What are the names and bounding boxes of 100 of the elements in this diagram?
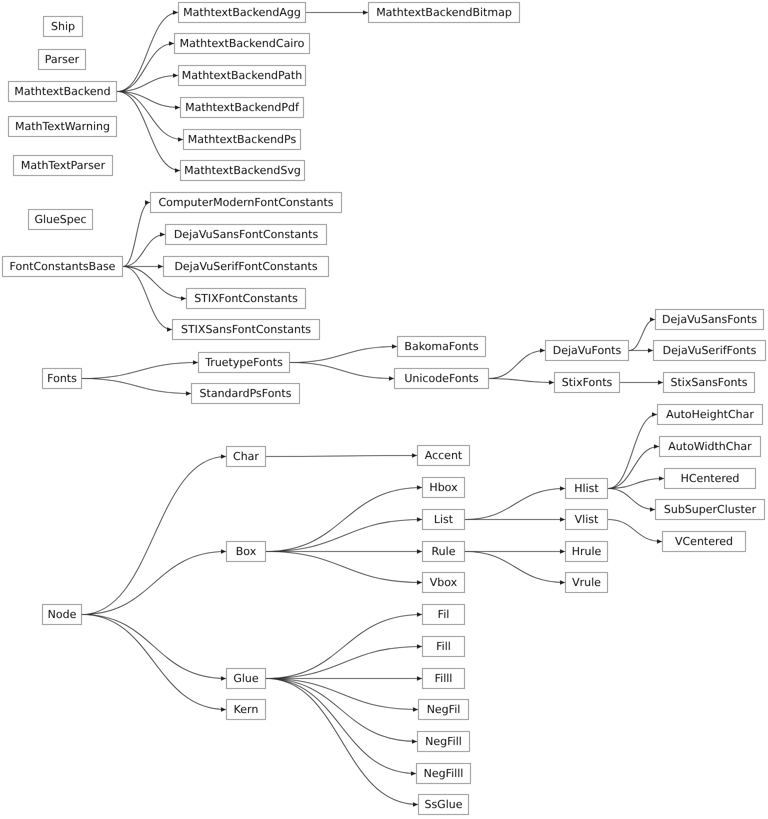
class-box [416, 763, 471, 784]
class-name: DejaVuSerifFonts [662, 344, 756, 357]
class-box [565, 572, 608, 593]
class-name: Accent [424, 449, 462, 462]
class-box [565, 509, 608, 530]
class-box [172, 319, 320, 340]
class-name: DejaVuSansFonts [662, 313, 757, 326]
class-name: DejaVuSansFontConstants [174, 228, 318, 241]
class-name: MathtextBackend [14, 85, 111, 98]
class-name: STIXSansFontConstants [180, 323, 312, 336]
class-box [664, 468, 756, 489]
inheritance-arrow [290, 362, 394, 381]
class-box [422, 509, 465, 530]
class-name: Hbox [429, 481, 458, 494]
class-box [43, 16, 83, 37]
class-box [226, 541, 266, 562]
class-name: SsGlue [424, 798, 463, 811]
inheritance-arrow [608, 519, 662, 544]
class-box [180, 97, 304, 118]
class-name: List [434, 513, 454, 526]
class-box [38, 49, 86, 70]
class-box [2, 256, 123, 277]
class-box [174, 33, 310, 54]
class-box [163, 256, 329, 277]
class-name: Filll [434, 672, 452, 685]
class-box [422, 636, 465, 657]
class-box [191, 383, 300, 404]
class-name: AutoWidthChar [668, 440, 752, 453]
inheritance-arrow [628, 318, 656, 351]
class-box [178, 2, 306, 23]
inheritance-arrow [464, 517, 566, 522]
class-box [417, 731, 470, 752]
class-name: Ship [51, 20, 75, 33]
class-box [8, 116, 117, 137]
class-box [418, 699, 469, 720]
class-name: SubSuperCluster [664, 503, 756, 516]
class-box [397, 336, 486, 357]
class-box [186, 288, 306, 309]
class-name: Vlist [574, 513, 598, 526]
inheritance-arrow [488, 378, 554, 385]
class-box [417, 445, 470, 466]
class-name: Node [48, 608, 76, 621]
inheritance-arrow [122, 266, 186, 300]
class-box [28, 209, 93, 230]
class-name: STIXFontConstants [194, 292, 298, 305]
class-box [368, 2, 520, 23]
class-name: MathtextBackendAgg [183, 6, 301, 19]
class-name: Parser [44, 53, 80, 66]
class-name: StandardPsFonts [200, 387, 292, 400]
class-name: Kern [234, 703, 258, 716]
class-box [554, 372, 620, 393]
class-name: HCentered [680, 472, 740, 485]
class-box [565, 478, 608, 499]
class-name: ComputerModernFontConstants [158, 196, 334, 209]
class-name: BakomaFonts [404, 340, 479, 353]
class-name: DejaVuFonts [552, 344, 622, 357]
class-box [394, 368, 489, 389]
class-name: Box [236, 545, 256, 558]
class-name: Glue [233, 672, 259, 685]
class-name: MathtextBackendPath [182, 69, 302, 82]
inheritance-arrow [82, 614, 226, 712]
class-box [662, 531, 746, 552]
class-name: NegFil [426, 703, 460, 716]
class-name: MathTextWarning [15, 120, 110, 133]
class-name: MathtextBackendBitmap [376, 6, 512, 19]
class-name: DejaVuSerifFontConstants [174, 260, 318, 273]
class-box [165, 224, 327, 245]
class-box [178, 65, 306, 86]
class-box [422, 541, 465, 562]
class-name: MathtextBackendPdf [185, 101, 299, 114]
class-name: FontConstantsBase [10, 260, 116, 273]
class-box [545, 340, 629, 361]
class-name: Vbox [430, 576, 458, 589]
class-name: Hlist [574, 482, 599, 495]
class-name: Rule [432, 545, 456, 558]
class-name: AutoHeightChar [666, 408, 754, 421]
class-name: MathtextBackendPs [188, 133, 296, 146]
inheritance-arrow [306, 10, 368, 15]
class-name: TruetypeFonts [205, 356, 283, 369]
class-box [226, 446, 266, 467]
inheritance-arrow [266, 551, 422, 585]
class-name: VCentered [674, 535, 734, 548]
inheritance-arrow [82, 378, 192, 396]
inheritance-arrow [620, 380, 664, 385]
class-box [655, 309, 764, 330]
class-name: Hrule [572, 545, 602, 558]
class-box [180, 160, 305, 181]
class-box [659, 436, 761, 457]
class-box [663, 372, 755, 393]
class-box [150, 192, 342, 213]
class-box [8, 81, 117, 102]
class-box [13, 155, 113, 176]
class-box [653, 340, 766, 361]
class-name: GlueSpec [34, 213, 87, 226]
class-box [422, 604, 465, 625]
class-name: NegFilll [424, 767, 464, 780]
class-name: StixSansFonts [670, 376, 748, 389]
class-name: UnicodeFonts [404, 372, 479, 385]
class-name: Fil [438, 608, 450, 621]
class-name: Char [233, 450, 259, 463]
